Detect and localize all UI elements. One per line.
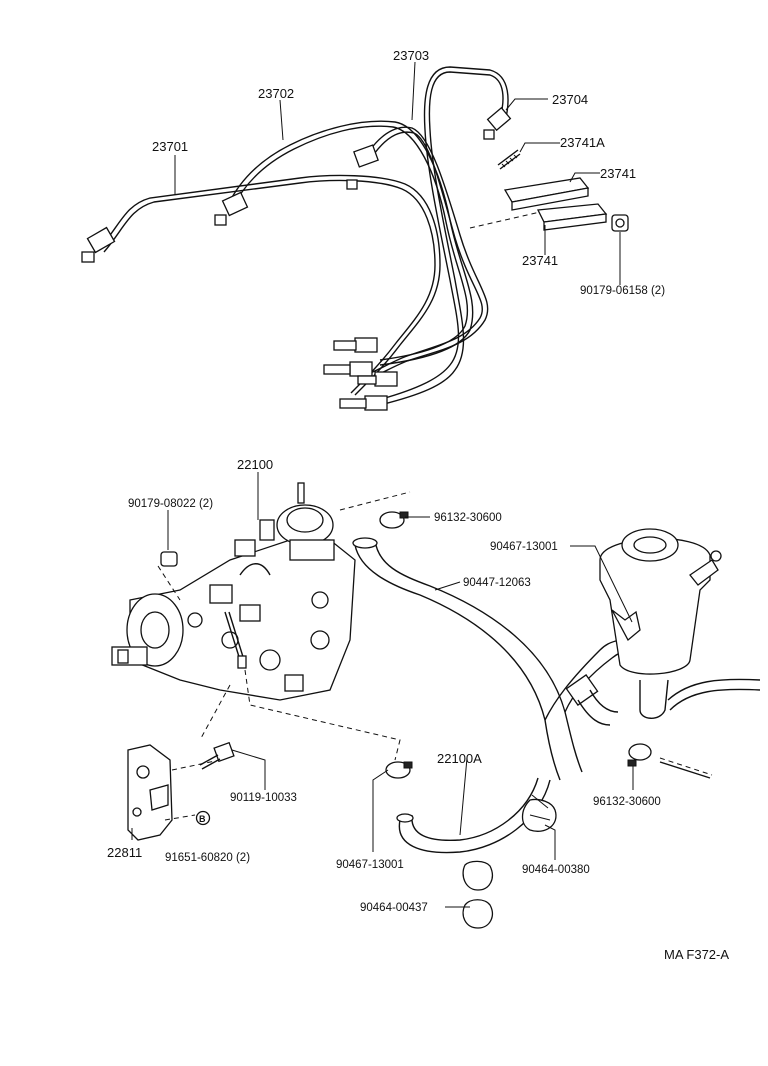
label-23741-upper: 23741 — [600, 166, 636, 181]
label-90464-00380: 90464-00380 — [522, 864, 590, 876]
label-23741-lower: 23741 — [522, 253, 558, 268]
label-96132-30600-top: 96132-30600 — [434, 512, 502, 524]
label-23703: 23703 — [393, 48, 429, 63]
label-23704: 23704 — [552, 92, 588, 107]
bolt-marker-letter: B — [199, 814, 206, 824]
label-90179-08022: 90179-08022 (2) — [128, 498, 213, 510]
bolt-marker-b — [195, 810, 211, 826]
hose-clamp-bottom-left — [385, 761, 413, 779]
label-90119-10033: 90119-10033 — [230, 792, 297, 804]
fuel-filter-assembly — [599, 528, 761, 719]
hose-clamp-bottom-right — [627, 743, 652, 767]
figure-code: MA F372-A — [664, 947, 729, 962]
label-91651-60820: 91651-60820 (2) — [165, 852, 250, 864]
clip-90464-00437 — [462, 860, 493, 929]
label-90179-06158: 90179-06158 (2) — [580, 285, 665, 297]
leader-lines — [131, 61, 634, 908]
injection-pipes — [81, 66, 512, 411]
label-90464-00437: 90464-00437 — [360, 902, 428, 914]
part-labels: 23703 23702 23704 23701 23741A 23741 237… — [107, 48, 729, 962]
label-22100: 22100 — [237, 457, 273, 472]
label-22100a: 22100A — [437, 751, 482, 766]
bracket-22811: B — [127, 741, 235, 841]
injection-pump-assembly — [111, 482, 411, 761]
label-23701: 23701 — [152, 139, 188, 154]
label-90467-13001-right: 90467-13001 — [490, 541, 558, 553]
label-96132-30600-bottom: 96132-30600 — [593, 796, 661, 808]
bolt-90119-10033 — [199, 741, 235, 770]
hose-clamp-top — [379, 511, 409, 529]
label-23702: 23702 — [258, 86, 294, 101]
nut-90179-08022 — [160, 551, 178, 567]
stud-bolt — [497, 149, 521, 170]
pipe-clamps — [469, 149, 629, 232]
label-90447-12063: 90447-12063 — [463, 577, 531, 589]
label-90467-13001-bottom: 90467-13001 — [336, 859, 404, 871]
label-23741a: 23741A — [560, 135, 605, 150]
label-22811: 22811 — [107, 845, 142, 860]
